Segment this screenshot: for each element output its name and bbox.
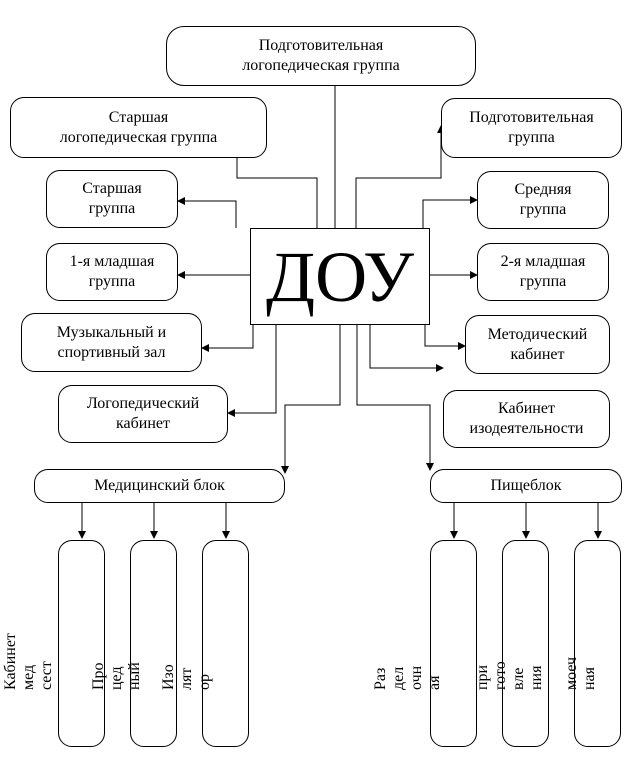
box-right-2-label: Средняя группа bbox=[514, 181, 572, 218]
box-right-prep: Подготовительная группа bbox=[441, 98, 622, 158]
box-kitchen-block: Пищеблок bbox=[430, 469, 622, 503]
box-top-label: Подготовительная логопедическая группа bbox=[242, 37, 400, 74]
box-kit-sub-2 bbox=[502, 540, 549, 747]
box-left-senior: Старшая группа bbox=[46, 170, 178, 228]
box-left-2-label: Старшая группа bbox=[82, 180, 142, 217]
connector-kitchen bbox=[356, 325, 434, 471]
box-kit-sub-1 bbox=[430, 540, 477, 747]
med-sub-2-label: Про цед ный bbox=[90, 662, 143, 690]
box-left-5-label: Логопедический кабинет bbox=[86, 395, 200, 432]
kit-sub-3-label: моеч ная bbox=[563, 656, 598, 690]
box-medical-block: Медицинский блок bbox=[34, 469, 285, 503]
box-med-sub-3 bbox=[202, 540, 249, 747]
box-center-dou: ДОУ bbox=[250, 228, 430, 325]
connector-medical bbox=[281, 325, 341, 474]
box-right-method: Методический кабинет bbox=[465, 315, 610, 374]
box-right-5-label: Кабинет изодеятельности bbox=[469, 400, 584, 437]
box-right-middle: Средняя группа bbox=[477, 171, 609, 229]
box-right-art: Кабинет изодеятельности bbox=[443, 390, 610, 448]
box-right-4-label: Методический кабинет bbox=[487, 325, 588, 363]
box-right-3-label: 2-я младшая группа bbox=[500, 253, 586, 290]
kit-sub-2-label: при гото вле ния bbox=[474, 661, 545, 690]
connector-right-2 bbox=[422, 196, 478, 228]
connector-right-5 bbox=[369, 325, 444, 372]
box-left-logo-cabinet: Логопедический кабинет bbox=[58, 385, 228, 443]
box-left-4-label: Музыкальный и спортивный зал bbox=[56, 323, 167, 361]
connector-right-1 bbox=[355, 125, 445, 228]
kitchen-label: Пищеблок bbox=[490, 477, 562, 494]
box-left-music-sport: Музыкальный и спортивный зал bbox=[21, 313, 202, 372]
kit-sub-1-label: Раз дел очн ая bbox=[372, 665, 443, 690]
connector-right-4 bbox=[424, 325, 466, 350]
box-top-prep-logo: Подготовительная логопедическая группа bbox=[166, 26, 476, 86]
center-label: ДОУ bbox=[265, 236, 415, 317]
box-kit-sub-3 bbox=[574, 540, 621, 747]
connector-left-4 bbox=[201, 325, 254, 352]
medical-label: Медицинский блок bbox=[94, 477, 225, 494]
med-sub-3-label: Изо лят ор bbox=[160, 664, 213, 690]
box-right-junior-2: 2-я младшая группа bbox=[477, 243, 609, 301]
box-left-3-label: 1-я младшая группа bbox=[69, 253, 155, 290]
box-left-senior-logo: Старшая логопедическая группа bbox=[10, 97, 267, 158]
box-left-1-label: Старшая логопедическая группа bbox=[59, 108, 218, 146]
connector-left-2 bbox=[177, 197, 237, 228]
box-left-junior-1: 1-я младшая группа bbox=[46, 243, 178, 301]
box-med-sub-1 bbox=[58, 540, 105, 747]
box-med-sub-2 bbox=[130, 540, 177, 747]
med-sub-1-label: Кабинет мед сест bbox=[2, 633, 55, 690]
box-right-1-label: Подготовительная группа bbox=[469, 109, 594, 146]
connector-left-5 bbox=[227, 325, 277, 417]
